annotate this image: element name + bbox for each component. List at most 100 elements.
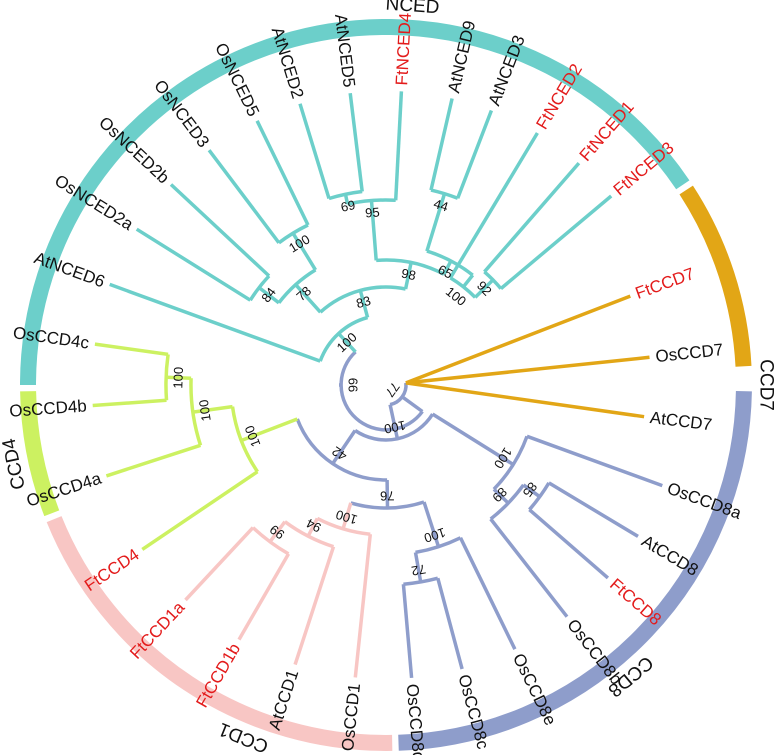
branch bbox=[207, 149, 281, 244]
leaf-label: OsCCD4b bbox=[9, 396, 88, 420]
bootstrap-value: 76 bbox=[380, 488, 395, 503]
leaf-label: FtCCD4 bbox=[81, 545, 143, 595]
bootstrap-value: 44 bbox=[432, 196, 450, 215]
bootstrap-value: 94 bbox=[304, 516, 324, 536]
leaf-label: FtCCD8 bbox=[606, 575, 665, 630]
group-arc-ccd1 bbox=[46, 516, 393, 751]
branch bbox=[369, 200, 378, 261]
bootstrap-value: 69 bbox=[339, 197, 356, 215]
group-label-ccd7: CCD7 bbox=[756, 359, 777, 411]
branch bbox=[492, 487, 510, 505]
group-label-nced: NCED bbox=[385, 0, 440, 18]
group-arcs bbox=[20, 19, 752, 751]
branch bbox=[522, 483, 541, 499]
branch bbox=[343, 193, 350, 205]
branch-arc bbox=[164, 354, 170, 401]
branch bbox=[401, 395, 424, 413]
branch bbox=[192, 404, 233, 414]
branch bbox=[401, 584, 414, 679]
bootstrap-value: 100 bbox=[422, 525, 447, 546]
branch bbox=[293, 546, 336, 666]
branch bbox=[306, 517, 319, 537]
branch-arc bbox=[426, 249, 474, 277]
branch bbox=[268, 520, 287, 543]
branch bbox=[341, 502, 353, 530]
group-arc-nced bbox=[20, 19, 690, 386]
bootstrap-value: 99 bbox=[346, 378, 361, 392]
branch-arc bbox=[339, 350, 424, 432]
branch bbox=[442, 260, 453, 276]
branch bbox=[436, 577, 464, 670]
leaf-label: FtNCED4 bbox=[392, 12, 415, 86]
branch bbox=[528, 508, 610, 580]
leaf-label: OsCCD7 bbox=[655, 340, 725, 366]
branch bbox=[105, 443, 202, 478]
branch bbox=[473, 278, 495, 299]
branch bbox=[547, 481, 639, 538]
branch bbox=[425, 193, 447, 252]
branch bbox=[258, 286, 280, 305]
branch bbox=[456, 109, 494, 199]
bootstrap-value: 100 bbox=[196, 399, 214, 423]
branch bbox=[429, 98, 454, 191]
branch-arc bbox=[389, 382, 408, 407]
branch bbox=[413, 552, 423, 583]
bootstrap-value: 77 bbox=[382, 379, 403, 400]
branch bbox=[393, 91, 404, 201]
branch bbox=[489, 517, 569, 618]
group-arc-ccd4 bbox=[20, 391, 60, 517]
branch bbox=[431, 412, 515, 466]
branch bbox=[141, 470, 259, 551]
bootstrap-value: 83 bbox=[354, 293, 372, 311]
bootstrap-value: 100 bbox=[383, 418, 407, 437]
group-arc-ccd7 bbox=[679, 185, 752, 367]
branch bbox=[526, 434, 663, 488]
branch bbox=[184, 526, 255, 602]
branch bbox=[298, 103, 331, 200]
branch-arc bbox=[316, 516, 371, 536]
bootstrap-value: 100 bbox=[334, 507, 359, 528]
branch bbox=[92, 398, 167, 408]
branch bbox=[348, 92, 364, 192]
branch bbox=[169, 183, 271, 278]
branch bbox=[499, 194, 613, 290]
branch-ccd7 bbox=[405, 355, 650, 385]
leaf-label: AtCCD7 bbox=[649, 408, 713, 434]
branch bbox=[166, 375, 192, 380]
branch bbox=[483, 161, 581, 273]
leaf-label: AtCCD1 bbox=[265, 667, 302, 732]
branch-ccd7 bbox=[405, 381, 645, 419]
bootstrap-value: 100 bbox=[170, 367, 186, 389]
branch bbox=[240, 417, 298, 443]
bootstrap-value: 42 bbox=[329, 443, 349, 464]
bootstrap-value: 98 bbox=[400, 266, 417, 284]
branch bbox=[255, 120, 310, 226]
branch bbox=[458, 537, 517, 650]
bootstrap-value: 65 bbox=[436, 262, 456, 282]
branch bbox=[109, 282, 321, 363]
branch bbox=[353, 534, 373, 678]
bootstrap-value: 84 bbox=[258, 285, 279, 306]
branch bbox=[331, 429, 357, 465]
branch-ccd7 bbox=[405, 294, 631, 385]
bootstrap-value: 99 bbox=[267, 522, 288, 543]
tree-branches bbox=[92, 91, 663, 679]
bootstrap-value: 85 bbox=[520, 479, 541, 500]
branch bbox=[337, 332, 357, 354]
branch bbox=[462, 274, 475, 288]
branch bbox=[294, 283, 322, 314]
bootstrap-labels: 9910077100858976100721009499421001001001… bbox=[170, 196, 540, 579]
branch bbox=[135, 227, 252, 302]
branch bbox=[422, 501, 441, 548]
bootstrap-value: 95 bbox=[365, 204, 381, 220]
branch bbox=[358, 289, 370, 318]
leaf-label: FtCCD7 bbox=[633, 264, 697, 303]
branch bbox=[388, 404, 400, 440]
branch-arc bbox=[283, 520, 335, 549]
branch bbox=[403, 262, 413, 290]
branch bbox=[448, 132, 539, 279]
branch bbox=[291, 232, 317, 271]
group-arc-ccd8 bbox=[398, 391, 752, 751]
